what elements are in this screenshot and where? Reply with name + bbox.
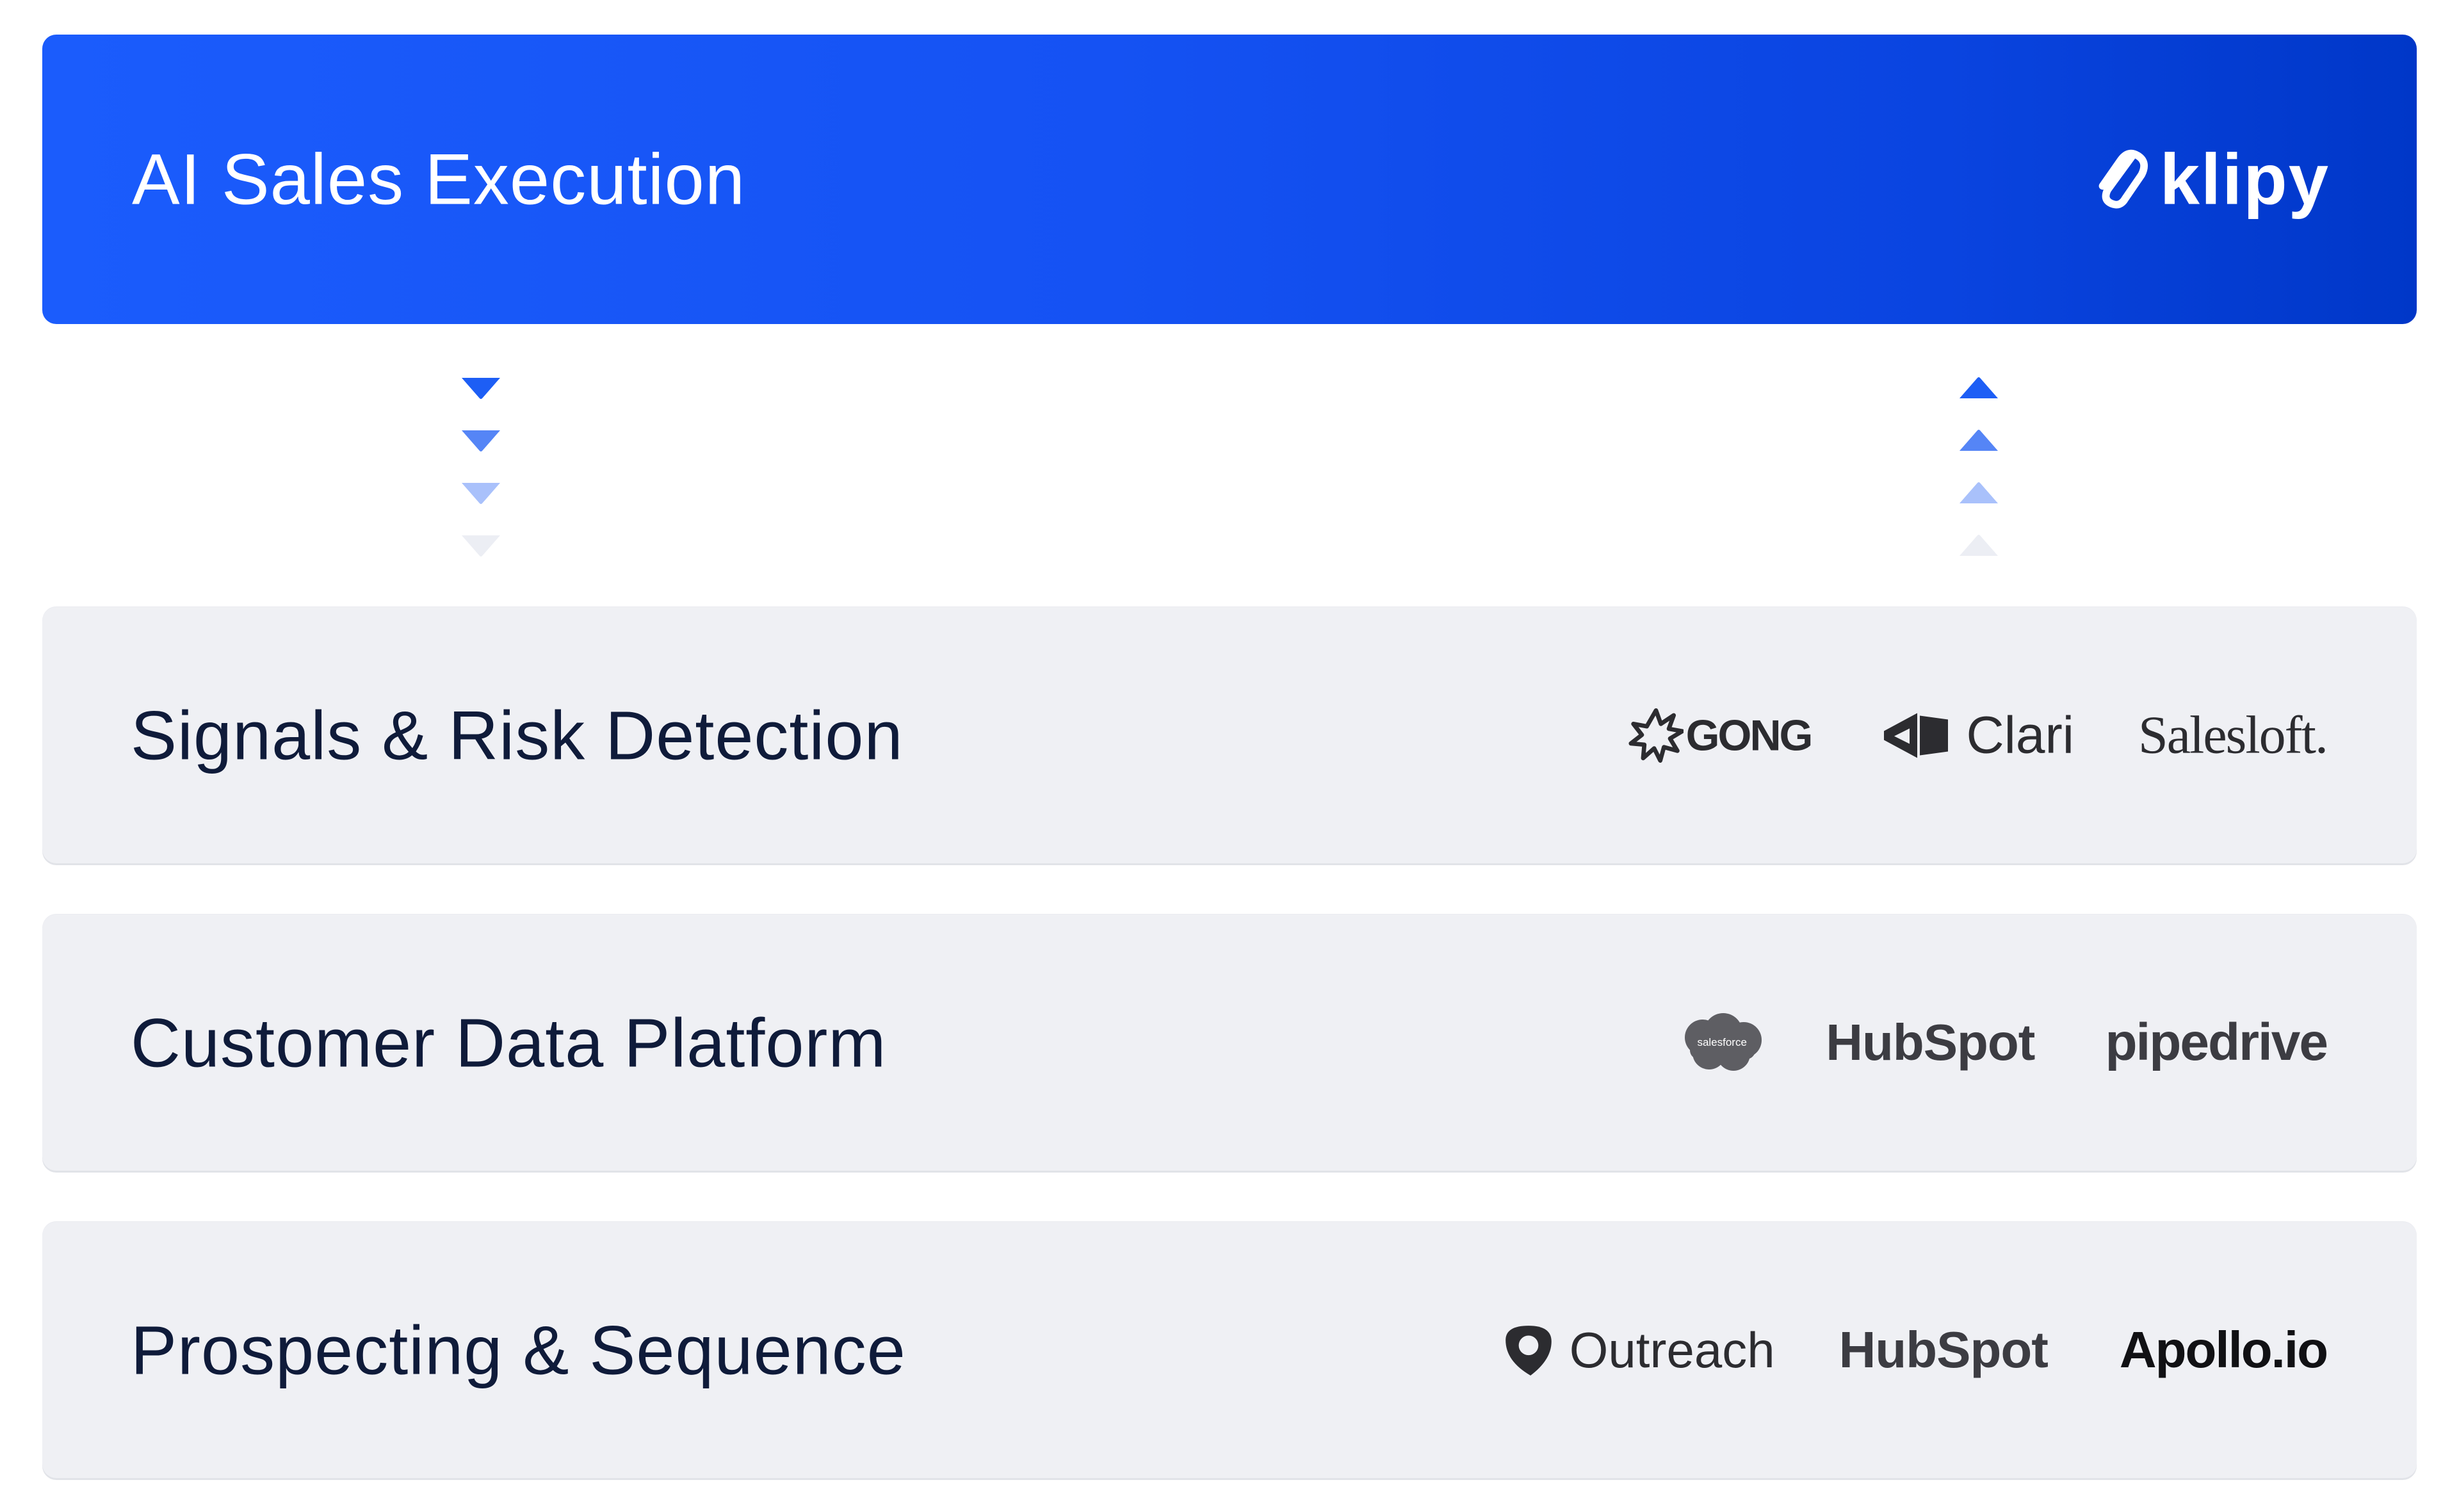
top-layer-title: AI Sales Execution	[132, 139, 746, 220]
pipedrive-logo: pipedrive	[2105, 1012, 2328, 1073]
salesloft-logo: Salesloft.	[2138, 704, 2328, 767]
up-arrow-4	[1958, 533, 2000, 558]
layer-title: Customer Data Platform	[131, 1004, 887, 1082]
up-arrow-3	[1958, 480, 2000, 506]
layer-title: Prospecting & Sequence	[131, 1311, 906, 1389]
logo-text: GONG	[1685, 711, 1814, 760]
down-arrow-4	[460, 533, 502, 558]
clari-logo: Clari	[1881, 705, 2074, 765]
down-arrow-1	[460, 375, 502, 401]
apollo-logo: Apollo.io	[2119, 1321, 2328, 1379]
integration-logos: GONG Clari Salesloft.	[1628, 704, 2328, 767]
up-arrow-1	[1958, 375, 2000, 401]
logo-text: salesforce	[1697, 1036, 1747, 1048]
prospecting-layer-card: Prospecting & Sequence Outreach HubSpot …	[42, 1222, 2417, 1478]
logo-text: pipedrive	[2105, 1013, 2328, 1071]
down-arrow-3	[460, 480, 502, 506]
paperclip-icon	[2098, 149, 2148, 208]
up-arrow-2	[1958, 428, 2000, 453]
logo-text: Salesloft.	[2138, 705, 2328, 765]
salesforce-cloud-icon	[1685, 1013, 1762, 1071]
hubspot-logo: HubSpot	[1838, 1321, 2049, 1379]
hubspot-logo: HubSpot	[1826, 1013, 2035, 1072]
salesforce-logo: salesforce	[1677, 1011, 1767, 1075]
layer-title: Signals & Risk Detection	[131, 696, 904, 774]
logo-text: Outreach	[1569, 1321, 1775, 1378]
logo-text: Apollo.io	[2119, 1321, 2328, 1378]
down-arrow-2	[460, 428, 502, 453]
integration-logos: Outreach HubSpot Apollo.io	[1499, 1321, 2328, 1379]
clari-mark-icon	[1884, 713, 1949, 758]
gong-logo: GONG	[1628, 708, 1814, 763]
outreach-logo: Outreach	[1499, 1321, 1775, 1379]
outreach-shield-icon	[1505, 1326, 1552, 1376]
brand-name: klipy	[2159, 139, 2330, 220]
logo-text: HubSpot	[1826, 1014, 2035, 1071]
integration-logos: salesforce HubSpot pipedrive	[1677, 1011, 2328, 1075]
gong-burst-icon	[1628, 708, 1684, 763]
klipy-logo: klipy	[2090, 138, 2330, 221]
signals-layer-card: Signals & Risk Detection GONG Clari Sale…	[42, 607, 2417, 863]
customer-data-layer-card: Customer Data Platform salesforce HubSpo…	[42, 915, 2417, 1171]
top-layer-card: AI Sales Execution klipy	[42, 35, 2417, 324]
logo-text: Clari	[1966, 706, 2075, 764]
logo-text: HubSpot	[1838, 1321, 2049, 1378]
